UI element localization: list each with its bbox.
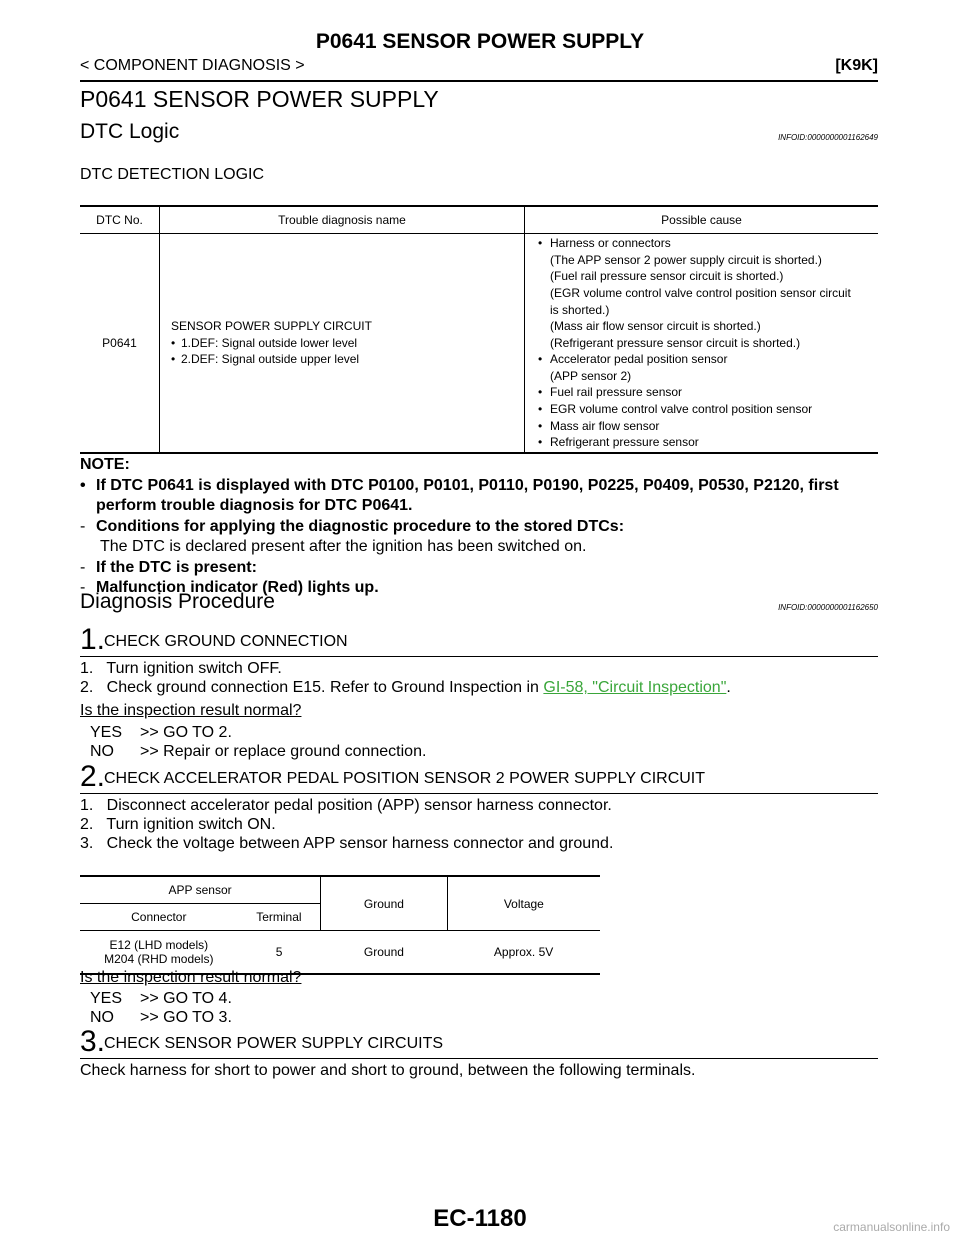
app-sensor-voltage-table: APP sensor Ground Voltage Connector Term…	[80, 875, 600, 975]
step3-line1: Check harness for short to power and sho…	[80, 1062, 696, 1079]
possible-cause-cell: Harness or connectors (The APP sensor 2 …	[524, 233, 878, 453]
note-block: NOTE: If DTC P0641 is displayed with DTC…	[80, 455, 878, 599]
dtc-logic-title: DTC Logic	[80, 120, 180, 143]
cause-item: Fuel rail pressure sensor	[538, 384, 877, 401]
trouble-name-item: 2.DEF: Signal outside upper level	[171, 351, 523, 368]
dtc-detection-logic-heading: DTC DETECTION LOGIC	[80, 166, 265, 183]
possible-cause-list: Harness or connectors (The APP sensor 2 …	[526, 235, 877, 451]
th-connector: Connector	[80, 903, 238, 931]
model-code: [K9K]	[835, 57, 878, 74]
cause-sub: (Fuel rail pressure sensor circuit is sh…	[550, 269, 784, 284]
dtc-no-cell: P0641	[102, 336, 137, 350]
trouble-name-title: SENSOR POWER SUPPLY CIRCUIT	[171, 319, 372, 334]
breadcrumb: < COMPONENT DIAGNOSIS >	[80, 57, 305, 74]
cause-item: Harness or connectors (The APP sensor 2 …	[538, 235, 877, 351]
voltage-cell: Approx. 5V	[493, 945, 554, 959]
step1-yes: YES>> GO TO 2.	[90, 724, 232, 741]
note-bullet-line1: If DTC P0641 is displayed with DTC P0100…	[96, 476, 839, 494]
diagnosis-procedure-title: Diagnosis Procedure	[80, 590, 275, 613]
page-number: EC-1180	[433, 1205, 527, 1232]
note-label: NOTE:	[80, 456, 130, 473]
step1-number: 1.	[80, 623, 106, 656]
trouble-name-item: 1.DEF: Signal outside lower level	[171, 335, 523, 352]
cause-sub: (Mass air flow sensor circuit is shorted…	[550, 319, 761, 334]
note-dash-mil: Malfunction indicator (Red) lights up.	[96, 579, 379, 596]
terminal-cell: 5	[275, 945, 283, 959]
cause-item: EGR volume control valve control positio…	[538, 401, 877, 418]
note-dash-present: If the DTC is present:	[96, 558, 257, 576]
th-voltage: Voltage	[446, 876, 600, 931]
step2-yes: YES>> GO TO 4.	[90, 990, 232, 1007]
cause-sub: (Refrigerant pressure sensor circuit is …	[550, 335, 801, 350]
step1-line1: 1. Turn ignition switch OFF.	[80, 660, 282, 677]
th-app-sensor: APP sensor	[80, 876, 321, 904]
th-trouble-name: Trouble diagnosis name	[159, 206, 525, 234]
page-header: < COMPONENT DIAGNOSIS > [K9K]	[80, 57, 878, 81]
cause-sub: (APP sensor 2)	[550, 368, 632, 383]
cause-item: Mass air flow sensor	[538, 418, 877, 435]
note-dash-conditions: Conditions for applying the diagnostic p…	[96, 517, 625, 535]
step2-question: Is the inspection result normal?	[80, 969, 302, 986]
th-terminal: Terminal	[237, 903, 321, 931]
step2-no: NO>> GO TO 3.	[90, 1009, 232, 1026]
dtc-logic-infoid: INFOID:0000000001162649	[778, 133, 878, 142]
cause-item: Accelerator pedal position sensor (APP s…	[538, 351, 877, 384]
watermark: carmanualsonline.info	[833, 1220, 950, 1234]
th-dtc-no: DTC No.	[80, 206, 160, 234]
step2-line3: 3. Check the voltage between APP sensor …	[80, 835, 614, 852]
page-top-title: P0641 SENSOR POWER SUPPLY	[315, 30, 645, 53]
cause-item: Refrigerant pressure sensor	[538, 434, 877, 451]
step2-line2: 2. Turn ignition switch ON.	[80, 816, 276, 833]
step1-line2: 2. Check ground connection E15. Refer to…	[80, 679, 731, 696]
gi-58-circuit-inspection-link[interactable]: GI-58, "Circuit Inspection"	[543, 679, 727, 696]
header-rule	[80, 80, 878, 82]
step3-title: CHECK SENSOR POWER SUPPLY CIRCUITS	[104, 1035, 444, 1052]
step1-question: Is the inspection result normal?	[80, 702, 302, 719]
th-ground: Ground	[320, 876, 448, 931]
cause-sub: (The APP sensor 2 power supply circuit i…	[550, 252, 822, 267]
note-bullet-line2: perform trouble diagnosis for DTC P0641.	[96, 497, 413, 514]
step3-heading: 3. CHECK SENSOR POWER SUPPLY CIRCUITS	[80, 1024, 878, 1059]
note-dash-conditions-text: The DTC is declared present after the ig…	[100, 538, 587, 555]
cause-sub: is shorted.)	[550, 302, 610, 317]
trouble-name-cell: SENSOR POWER SUPPLY CIRCUIT 1.DEF: Signa…	[159, 233, 525, 453]
diagnosis-infoid: INFOID:0000000001162650	[778, 603, 878, 612]
connector-cell: E12 (LHD models) M204 (RHD models)	[104, 938, 214, 966]
cause-sub: (EGR volume control valve control positi…	[550, 285, 851, 300]
th-possible-cause: Possible cause	[524, 206, 878, 234]
step2-line1: 1. Disconnect accelerator pedal position…	[80, 797, 612, 814]
dtc-table: DTC No. Trouble diagnosis name Possible …	[80, 205, 878, 454]
step2-heading: 2. CHECK ACCELERATOR PEDAL POSITION SENS…	[80, 759, 878, 794]
step2-title: CHECK ACCELERATOR PEDAL POSITION SENSOR …	[104, 770, 706, 787]
step2-number: 2.	[80, 760, 106, 793]
step1-no: NO>> Repair or replace ground connection…	[90, 743, 427, 760]
step1-heading: 1. CHECK GROUND CONNECTION	[80, 622, 878, 657]
step1-title: CHECK GROUND CONNECTION	[104, 633, 348, 650]
main-title: P0641 SENSOR POWER SUPPLY	[80, 86, 439, 112]
step3-number: 3.	[80, 1025, 106, 1058]
ground-cell: Ground	[363, 945, 404, 959]
